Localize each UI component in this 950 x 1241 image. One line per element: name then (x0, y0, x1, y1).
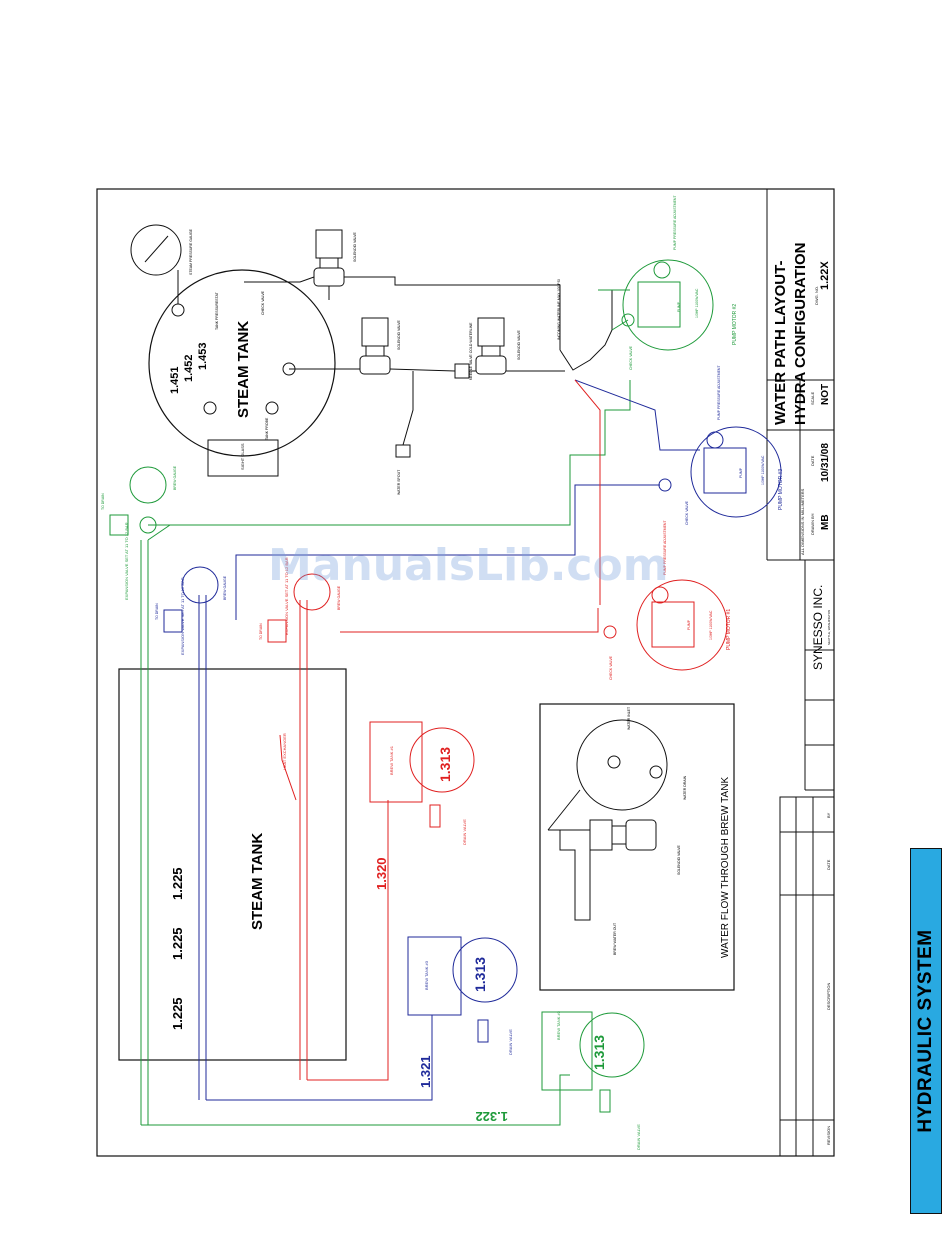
pump-1-adjust: PUMP PRESSURE ADJUSTMENT (663, 520, 667, 575)
line-part-1320: 1.320 (374, 857, 389, 890)
brew-tank-1-label: BREW TANK #1 (389, 745, 394, 775)
line-part-1322: 1.322 (475, 1109, 508, 1124)
needle-valve-label: NEEDLE VALVE COLD WATERLINE (469, 322, 473, 380)
dwg-no-label: DWG. NO. (814, 286, 819, 305)
pump-2-check: CHECK VALVE (629, 345, 633, 370)
inset-water-inlet: WATER INLET (627, 706, 631, 730)
brew-tank-3-part: 1.313 (472, 957, 488, 992)
brew-tank-2-label: BREW TANK #2 (556, 1010, 561, 1040)
incoming-waterline-label: INCOMING WATERLINE MAX 100 PSI (557, 279, 561, 340)
pump-1-spec: 1/3HP 1100W/VAC (709, 610, 713, 640)
brew-tank-3-drain: DRAIN VALVE (508, 1029, 513, 1055)
pump-2-adjust: PUMP PRESSURE ADJUSTMENT (673, 195, 677, 250)
inset-title: WATER FLOW THROUGH BREW TANK (720, 777, 731, 958)
part-1452: 1.452 (183, 354, 195, 382)
water-spout-label: WATER SPOUT (397, 469, 401, 495)
scale: NOT (820, 384, 831, 405)
rev-description: DESCRIPTION (826, 983, 831, 1010)
expansion-green-drain: TO DRAIN (101, 493, 105, 510)
pump-1-pump: PUMP (687, 619, 691, 630)
steam-pressure-gauge (130, 224, 182, 276)
brew-tank-2-part: 1.313 (591, 1035, 607, 1070)
expansion-red-label: EXPANSION VALVE SET AT 11 TO 12 BAR (284, 557, 289, 635)
blue-circuit: BREW TANK #3 1.313 DRAIN VALVE 1.321 PUM… (155, 365, 784, 1101)
drawn-by: MB (820, 514, 831, 530)
steam-tank-bottom-label: STEAM TANK (249, 833, 266, 930)
pump-2-spec: 1/3HP 1100W/VAC (695, 288, 699, 318)
red-circuit: BREW TANK #1 1.313 DRAIN VALVE 1.320 HEA… (259, 379, 732, 1081)
section-tab[interactable]: HYDRAULIC SYSTEM (910, 848, 942, 1214)
pump-motor-3-label: PUMP MOTOR #3 (778, 469, 784, 510)
section-tab-label: HYDRAULIC SYSTEM (915, 929, 936, 1133)
steam-tank-top: SIGHT GLASS STEAM TANK 1.451 1.452 1.453… (130, 224, 336, 477)
inset-solenoid: SOLENOID VALVE (677, 845, 681, 875)
steam-gauge-label: STEAM PRESSURE GAUGE (189, 228, 193, 275)
date-label: DATE (810, 455, 815, 466)
pump-3-check: CHECK VALVE (685, 500, 689, 525)
solenoid-valves-top: SOLENOID VALVE SOLENOID VALVE SOLENOID V… (244, 229, 613, 495)
steam-tank-top-label: STEAM TANK (235, 321, 252, 418)
pump-motor-1-label: PUMP MOTOR #1 (726, 609, 732, 650)
expansion-green-gauge: BREW GAUGE (173, 465, 177, 490)
pump-3-adjust: PUMP PRESSURE ADJUSTMENT (717, 365, 721, 420)
manualslib-watermark: ManualsLib.com (268, 540, 669, 591)
drawn-by-label: DRAWN BY: (810, 513, 815, 535)
title-line2: HYDRA CONFIGURATION (792, 243, 809, 426)
pump-motor-2-label: PUMP MOTOR #2 (732, 304, 738, 345)
rev-date: DATE (826, 859, 831, 870)
green-circuit: BREW TANK #2 1.313 DRAIN VALVE 1.322 PUM… (101, 195, 738, 1150)
part-1451: 1.451 (169, 366, 181, 394)
title-line1: WATER PATH LAYOUT- (772, 261, 789, 425)
date-value: 10/31/08 (820, 443, 831, 482)
brew-tank-inset: WATER FLOW THROUGH BREW TANK WATER INLET… (539, 703, 735, 991)
steam-tank-bottom: STEAM TANK 1.225 1.225 1.225 (118, 668, 347, 1061)
expansion-green-label: EXPANSION VALVE SET AT 11 TO 12 BAR (124, 522, 129, 600)
solenoid-valve-label-2: SOLENOID VALVE (397, 320, 401, 350)
part-1453: 1.453 (197, 342, 209, 370)
part-1225-b: 1.225 (170, 927, 185, 960)
sight-glass-label: SIGHT GLASS (240, 443, 245, 470)
expansion-red-gauge: BREW GAUGE (337, 585, 341, 610)
tank-probe-label: TANK PROBE (265, 417, 269, 440)
solenoid-valve-label-1: SOLENOID VALVE (353, 232, 357, 262)
pump-1-check: CHECK VALVE (609, 655, 613, 680)
inset-brew-water-out: BREW WATER OUT (613, 922, 617, 955)
dimensions-note: ALL DIMENSIONS IN MILLIMETERS (800, 488, 805, 555)
brew-tank-3-label: BREW TANK #3 (424, 960, 429, 990)
pump-3-spec: 1/3HP 1100W/VAC (761, 455, 765, 485)
dwg-no: 1.22X (819, 261, 831, 290)
company-sub: SEATTLE, WASHINGTON (827, 610, 831, 645)
tank-pressurestat-label: TANK PRESSURESTAT (215, 291, 219, 330)
heat-exchanger-label: HEAT EXCHANGER (282, 733, 287, 770)
brew-tank-2-drain: DRAIN VALVE (636, 1124, 641, 1150)
scale-label: SCALE (810, 392, 815, 405)
revision-block: BY DATE DESCRIPTION REVISION (779, 796, 835, 1157)
pump-3-pump: PUMP (739, 467, 743, 478)
rev-by: BY (826, 812, 831, 818)
check-valve-top-label: CHECK VALVE (261, 290, 265, 315)
expansion-red-drain: TO DRAIN (259, 623, 263, 640)
title-block: WATER PATH LAYOUT- HYDRA CONFIGURATION D… (766, 189, 834, 791)
brew-tank-1-part: 1.313 (437, 747, 453, 782)
expansion-blue-label: EXPANSION VALVE SET AT 11 TO 12 BAR (180, 577, 185, 655)
part-1225-a: 1.225 (170, 997, 185, 1030)
pump-2-pump: PUMP (677, 301, 681, 312)
inset-water-drain: WATER DRAIN (683, 775, 687, 800)
line-part-1321: 1.321 (418, 1055, 433, 1088)
brew-tank-1-drain: DRAIN VALVE (462, 819, 467, 845)
expansion-blue-gauge: BREW GAUGE (223, 575, 227, 600)
solenoid-valve-label-3: SOLENOID VALVE (517, 330, 521, 360)
expansion-blue-drain: TO DRAIN (155, 603, 159, 620)
drawing-frame (96, 188, 835, 1157)
part-1225-c: 1.225 (170, 867, 185, 900)
company-name: SYNESSO INC. (811, 585, 825, 670)
rev-revision: REVISION (826, 1126, 831, 1145)
